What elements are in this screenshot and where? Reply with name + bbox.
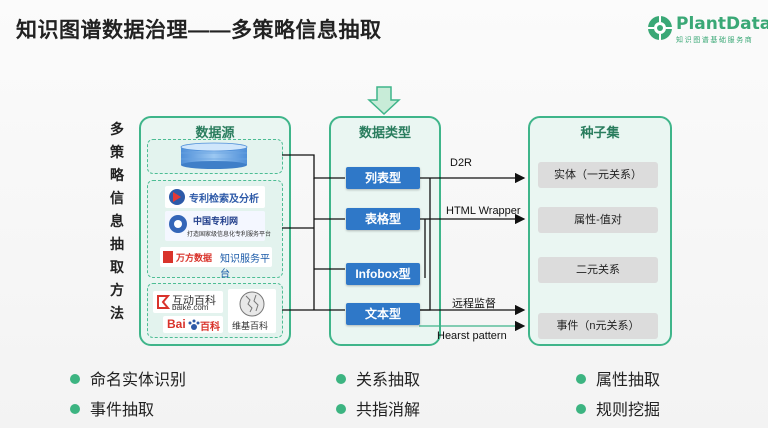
cn-patent-icon [169, 215, 187, 233]
wiki-globe-icon [239, 291, 265, 317]
bullet-text: 共指消解 [356, 402, 421, 419]
wanfang-logo: 万方数据 知识服务平台 [160, 247, 272, 280]
cn-patent-title: 中国专利网 [193, 216, 239, 226]
hudong-domain: baike.com [172, 303, 209, 312]
wiki-text: 维基百科 [232, 322, 269, 332]
seed-entity: 实体（一元关系） [538, 162, 658, 188]
source-panel-title: 数据源 [195, 125, 235, 140]
vertical-char: 取 [110, 259, 124, 275]
paw-icon [188, 319, 200, 330]
database-box [147, 139, 283, 174]
bullet-dot [576, 374, 586, 384]
bullet-dot [336, 404, 346, 414]
plantdata-logo: PlantData 知识图谱基础服务商 [646, 14, 768, 48]
type-infobox-button: Infobox型 [346, 263, 420, 285]
cn-patent-sub: 打造国家级信息化专利服务平台 [187, 232, 272, 238]
patent-search-title: 专利检索及分析 [189, 194, 259, 205]
vertical-char: 法 [110, 305, 124, 321]
bullet-ner: 命名实体识别 [70, 370, 186, 392]
vertical-char: 息 [110, 213, 124, 229]
types-panel-title: 数据类型 [358, 125, 411, 140]
database-icon [180, 142, 248, 169]
patent-icon [169, 189, 185, 205]
baidu-text: 百科 [200, 322, 220, 333]
vertical-label: 多 策 略 信 息 抽 取 方 法 [106, 118, 128, 325]
bullet-text: 属性抽取 [596, 372, 661, 389]
wanfang-text: 知识服务平台 [220, 254, 270, 280]
logo-name: PlantData [676, 14, 768, 34]
vertical-char: 信 [110, 190, 124, 206]
edge-label-hearst-pattern: Hearst pattern [437, 330, 507, 342]
seeds-panel-title: 种子集 [580, 125, 620, 140]
logo-subtitle: 知识图谱基础服务商 [676, 37, 754, 44]
vertical-char: 略 [110, 167, 124, 183]
bullet-text: 关系抽取 [356, 372, 421, 389]
patent-search-logo: 专利检索及分析 [165, 186, 265, 208]
seed-event: 事件（n元关系） [538, 313, 658, 339]
bullet-rule-mining: 规则挖掘 [576, 400, 660, 422]
wanfang-icon [163, 251, 173, 263]
bullet-dot [576, 404, 586, 414]
bullet-text: 事件抽取 [90, 402, 155, 419]
bullet-text: 规则挖掘 [596, 402, 661, 419]
bullet-dot [336, 374, 346, 384]
wikipedia-logo: 维基百科 [228, 289, 276, 333]
page-title: 知识图谱数据治理——多策略信息抽取 [16, 19, 382, 42]
vertical-char: 策 [110, 144, 124, 160]
down-arrow-icon [367, 86, 401, 116]
bullet-dot [70, 374, 80, 384]
bullet-coreference: 共指消解 [336, 400, 420, 422]
bullet-relation-extraction: 关系抽取 [336, 370, 420, 392]
bullet-text: 命名实体识别 [90, 372, 187, 389]
seed-attribute-value: 属性-值对 [538, 207, 658, 233]
hudong-brand: 互动百科 [172, 295, 216, 307]
bullet-event-extraction: 事件抽取 [70, 400, 154, 422]
baidu-baike-logo: Bai 百科 [163, 316, 223, 333]
type-table-button: 表格型 [346, 208, 420, 230]
logo-icon [648, 16, 672, 40]
vertical-char: 抽 [110, 236, 124, 252]
bullet-dot [70, 404, 80, 414]
edge-label-d2r: D2R [450, 157, 473, 169]
vertical-char: 多 [110, 121, 124, 137]
baidu-icon: Bai [167, 317, 186, 331]
bullet-attribute-extraction: 属性抽取 [576, 370, 660, 392]
vertical-char: 方 [110, 282, 124, 298]
hudong-logo: 互动百科 baike.com [153, 291, 223, 313]
type-text-button: 文本型 [346, 303, 420, 325]
edge-label-html-wrapper: HTML Wrapper [446, 205, 521, 217]
type-list-button: 列表型 [346, 167, 420, 189]
seed-binary-relation: 二元关系 [538, 257, 658, 283]
wanfang-brand: 万方数据 [176, 253, 213, 263]
cn-patent-logo: 中国专利网 打造国家级信息化专利服务平台 [165, 211, 271, 241]
edge-label-remote-supervision: 远程监督 [452, 298, 496, 310]
hudong-icon [157, 295, 170, 309]
